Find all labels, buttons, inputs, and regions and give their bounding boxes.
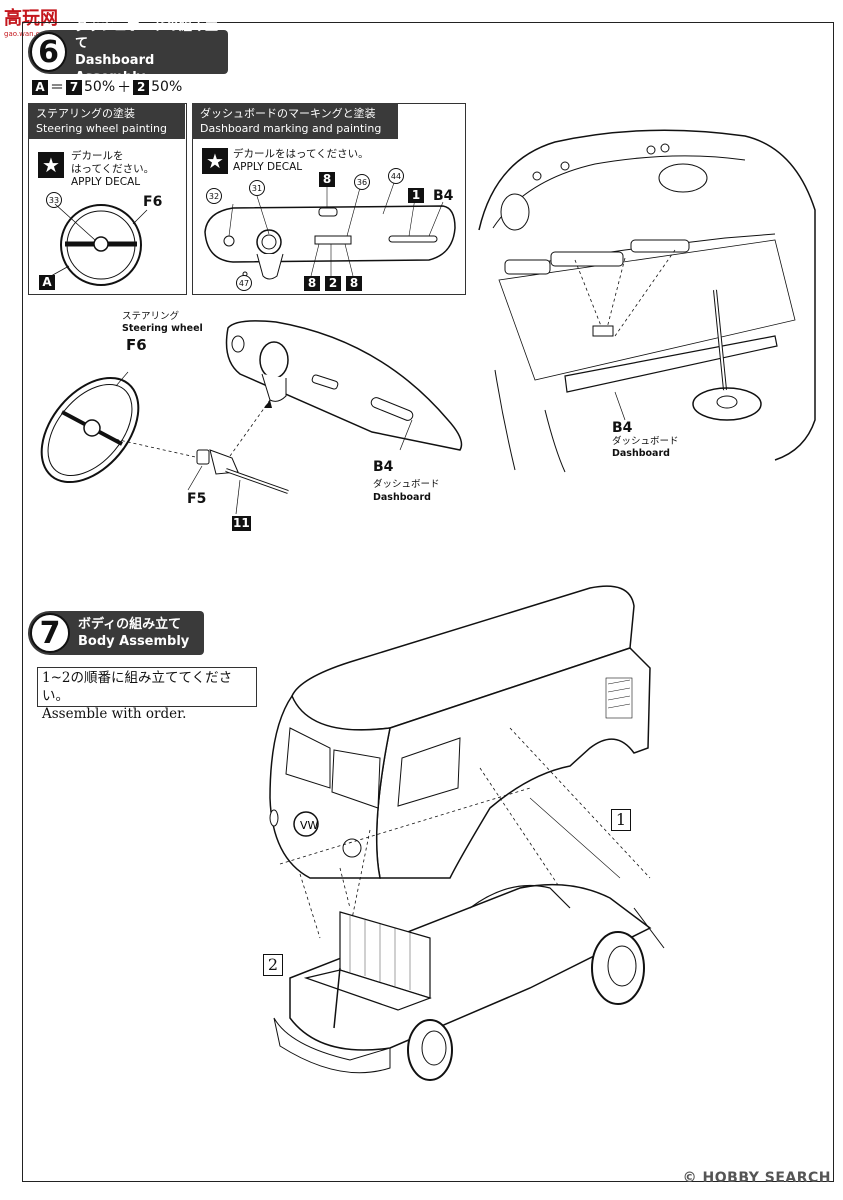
- decal-44-callout: 44: [388, 168, 404, 184]
- dash-panel-title-en: Dashboard marking and painting: [200, 122, 382, 135]
- hobby-search-logo: © HOBBY SEARCH: [682, 1170, 831, 1186]
- site-logo: 高玩网 gao.wan.com: [4, 8, 58, 38]
- steering-wheel-drawing: [50, 203, 148, 286]
- part-f5-label: F5: [187, 491, 207, 507]
- color-8-callout: 8: [319, 172, 335, 187]
- steering-decal-en: APPLY DECAL: [71, 176, 141, 188]
- order-1-marker: 1: [611, 809, 631, 831]
- part-b4-label: B4: [433, 188, 454, 204]
- ratio-value-1: 50%: [84, 79, 116, 95]
- ratio-value-2: 50%: [151, 79, 183, 95]
- dash-label-jp: ダッシュボード: [373, 479, 440, 490]
- color-7-badge: 7: [66, 79, 82, 95]
- dashboard-top-drawing: [204, 179, 456, 280]
- color-2-callout: 2: [325, 276, 341, 291]
- dash2-label-jp: ダッシュボード: [612, 436, 679, 447]
- steering-decal-jp: デカールを はってください。: [71, 150, 155, 175]
- steering-panel-title-en: Steering wheel painting: [36, 122, 167, 135]
- color-a-callout: A: [39, 275, 55, 290]
- color-a-badge: A: [32, 79, 48, 95]
- part-f6-label: F6: [143, 194, 163, 210]
- step6-header: 6 ダッシュボードの組み立て Dashboard Assembly: [28, 19, 228, 85]
- steering-label-jp: ステアリング: [122, 311, 180, 322]
- decal-36-callout: 36: [354, 174, 370, 190]
- steering-painting-panel: ステアリングの塗装 Steering wheel painting ★ デカール…: [28, 103, 187, 295]
- decal-star-icon: ★: [38, 152, 64, 178]
- van-body-assembly-drawing: VW: [269, 585, 665, 1081]
- dash2-b4-label: B4: [612, 420, 633, 436]
- equals-sign: ＝: [50, 80, 64, 96]
- part-f6-label: F6: [126, 336, 147, 354]
- dash-panel-title-jp: ダッシュボードのマーキングと塗装: [200, 107, 376, 120]
- decal-star-icon: ★: [202, 148, 228, 174]
- decal-33-callout: 33: [46, 192, 62, 208]
- color-8-callout: 8: [304, 276, 320, 291]
- assembly-order-note: 1~2の順番に組み立ててください。 Assemble with order.: [37, 667, 257, 722]
- plus-sign: ＋: [117, 80, 132, 96]
- step6-title-en: Dashboard Assembly: [75, 53, 155, 85]
- steering-panel-title-jp: ステアリングの塗装: [36, 107, 135, 120]
- note-en: Assemble with order.: [42, 706, 187, 722]
- steering-label-en: Steering wheel: [122, 323, 203, 334]
- order-2-marker: 2: [263, 954, 283, 976]
- paint-ratio: A ＝ 7 50% ＋ 2 50%: [32, 77, 182, 97]
- step7-header: 7 ボディの組み立て Body Assembly: [28, 611, 204, 655]
- note-jp: 1~2の順番に組み立ててください。: [42, 670, 233, 704]
- dash2-label-en: Dashboard: [612, 448, 670, 459]
- step7-title-en: Body Assembly: [78, 634, 190, 649]
- step6-title-jp: ダッシュボードの組み立て: [75, 19, 219, 51]
- decal-31-callout: 31: [249, 180, 265, 196]
- dash-b4-label: B4: [373, 459, 394, 475]
- page-frame: [22, 22, 834, 1182]
- step6-number: 6: [30, 32, 67, 72]
- color-2-badge: 2: [133, 79, 150, 95]
- dash-decal-jp: デカールをはってください。: [233, 148, 369, 160]
- step7-number: 7: [30, 613, 70, 653]
- dashboard-assembly-drawing: [40, 320, 463, 515]
- color-11-callout: 11: [232, 516, 251, 531]
- step7-title-jp: ボディの組み立て: [78, 617, 182, 632]
- decal-32-callout: 32: [206, 188, 222, 204]
- color-8-callout: 8: [346, 276, 362, 291]
- dashboard-marking-panel: ダッシュボードのマーキングと塗装 Dashboard marking and p…: [192, 103, 466, 295]
- dash-decal-en: APPLY DECAL: [233, 161, 303, 173]
- decal-47-callout: 47: [236, 275, 252, 291]
- dash-label-en: Dashboard: [373, 492, 431, 503]
- svg-text:VW: VW: [300, 819, 319, 832]
- van-interior-drawing: [478, 129, 816, 473]
- color-1-callout: 1: [408, 188, 424, 203]
